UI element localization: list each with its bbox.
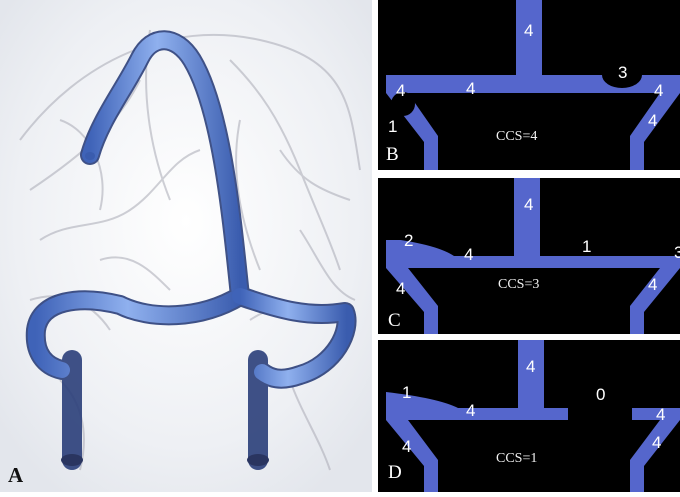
- panel-d-score-left-lower: 4: [402, 437, 411, 456]
- panel-d-score-right-missing: 0: [596, 385, 605, 404]
- panel-a-label: A: [8, 463, 24, 487]
- panel-c-score-right-horizontal: 1: [582, 237, 591, 256]
- panel-a-illustration: A: [0, 0, 372, 492]
- panel-c-score-top: 4: [524, 195, 533, 214]
- panel-b-score-top: 4: [524, 21, 533, 40]
- panel-b-label: B: [386, 144, 399, 165]
- panel-b-score-left-corner: 4: [396, 81, 405, 100]
- panel-c: 4 2 4 1 3 4 4 CCS=3 C: [378, 178, 680, 334]
- panel-d: 4 1 4 0 4 4 4 CCS=1 D: [378, 340, 680, 492]
- panel-c-score-right-lower: 4: [648, 275, 657, 294]
- panel-c-score-right-edge: 3: [674, 243, 680, 262]
- panel-d-score-right-upper: 4: [656, 405, 665, 424]
- panel-b-score-left-lower: 1: [388, 117, 397, 136]
- panel-c-ccs: CCS=3: [498, 277, 539, 292]
- panel-d-label: D: [388, 462, 402, 483]
- panel-b-score-right-defect: 3: [618, 63, 627, 82]
- panel-b-score-right-lower: 4: [648, 111, 657, 130]
- panel-b: 4 4 4 4 1 3 4 CCS=4 B: [378, 0, 680, 170]
- panel-d-score-left-defect: 1: [402, 383, 411, 402]
- panel-c-score-left-lower: 4: [396, 279, 405, 298]
- brain-background: [0, 0, 372, 492]
- panel-d-left-defect: [386, 392, 458, 408]
- circle-of-willis-rendering: A: [0, 0, 372, 492]
- panel-d-score-left-horizontal: 4: [466, 401, 475, 420]
- panel-d-score-right-lower: 4: [652, 433, 661, 452]
- panel-d-ccs: CCS=1: [496, 451, 537, 466]
- panel-c-score-left-horizontal: 4: [464, 245, 473, 264]
- panel-c-score-left-defect: 2: [404, 231, 413, 250]
- panel-b-ccs: CCS=4: [496, 129, 537, 144]
- panel-c-label: C: [388, 310, 401, 331]
- panel-b-score-left-horizontal: 4: [466, 79, 475, 98]
- panel-b-score-right-corner: 4: [654, 81, 663, 100]
- panel-d-score-top: 4: [526, 357, 535, 376]
